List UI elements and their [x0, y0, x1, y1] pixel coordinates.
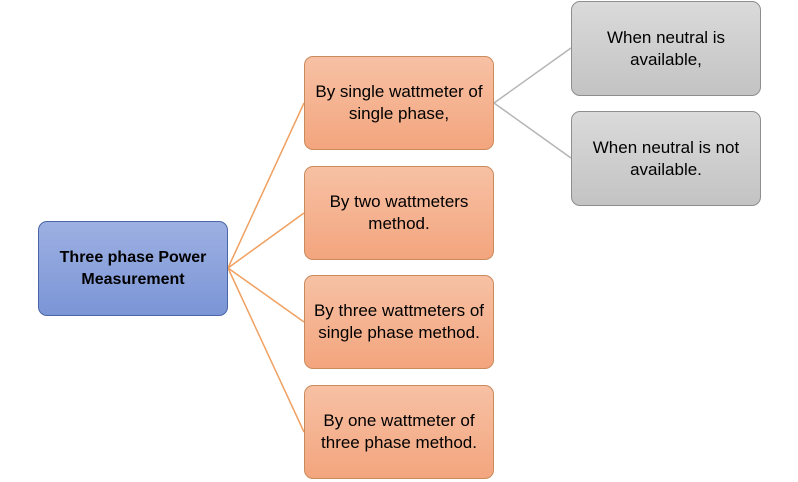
connector-root-to-method-3: [227, 267, 305, 323]
method-node-single-wattmeter: By single wattmeter of single phase,: [304, 56, 494, 150]
connector-method-1-to-sub-1: [493, 47, 572, 104]
sub-node-neutral-not-available: When neutral is not available.: [571, 111, 761, 206]
method-node-label: By one wattmeter of three phase method.: [321, 411, 477, 452]
connector-root-to-method-4: [227, 267, 305, 433]
connector-root-to-method-2: [227, 212, 305, 269]
sub-node-neutral-available: When neutral is available,: [571, 1, 761, 96]
method-node-one-wattmeter-three-phase: By one wattmeter of three phase method.: [304, 385, 494, 479]
method-node-label: By three wattmeters of single phase meth…: [313, 301, 485, 342]
connector-method-1-to-sub-2: [493, 102, 572, 159]
connector-root-to-method-1: [227, 102, 305, 269]
method-node-two-wattmeters: By two wattmeters method.: [304, 166, 494, 260]
root-node-label: Three phase Power Measurement: [59, 248, 207, 288]
root-node-three-phase-power-measurement: Three phase Power Measurement: [38, 221, 228, 316]
method-node-label: By single wattmeter of single phase,: [315, 82, 483, 123]
method-node-three-wattmeters: By three wattmeters of single phase meth…: [304, 275, 494, 369]
method-node-label: By two wattmeters method.: [329, 192, 469, 233]
sub-node-label: When neutral is available,: [606, 27, 726, 69]
sub-node-label: When neutral is not available.: [592, 137, 740, 179]
